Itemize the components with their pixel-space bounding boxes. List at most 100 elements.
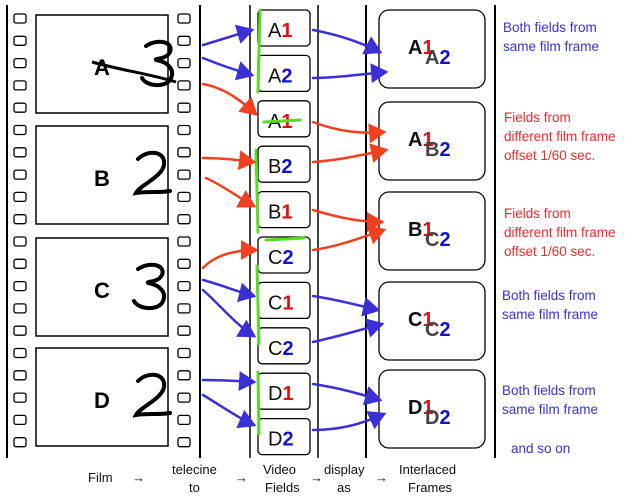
video-field-label: C2 <box>268 338 294 360</box>
interlaced-top-field: A1 <box>408 129 434 151</box>
sprocket-hole-left <box>13 214 27 225</box>
film-to-field-arrows <box>201 24 259 429</box>
arrow-a-to-a2 <box>201 56 255 81</box>
video-field-c1: C1 <box>257 281 311 320</box>
annotation-line: different film frame <box>504 225 616 240</box>
footer-video-fields: Fields <box>265 480 300 495</box>
film-frame-letter: B <box>94 166 110 191</box>
sprocket-hole-left <box>13 370 27 381</box>
annotation-line: Both fields from <box>503 20 597 35</box>
sprocket-hole-left <box>13 414 27 426</box>
film-frame-a-strike <box>91 60 177 84</box>
green-marker-c <box>255 264 261 346</box>
arrow-b2-to-frame2 <box>311 143 389 164</box>
sprocket-hole-left <box>13 35 27 46</box>
interlaced-top-field: A1 <box>408 37 434 59</box>
sprocket-hole-left <box>13 325 27 336</box>
sprocket-hole-left <box>13 236 27 247</box>
annotation-1: Both fields from same film frame <box>503 20 599 54</box>
sprocket-hole-left <box>13 13 27 24</box>
video-field-label: B2 <box>268 156 292 178</box>
sprocket-hole-right <box>177 80 191 91</box>
film-frame-letter: C <box>94 278 110 303</box>
sprocket-hole-right <box>177 57 191 69</box>
arrow-b-to-b1 <box>204 176 257 208</box>
annotation-line: same film frame <box>503 39 599 54</box>
sprocket-hole-left <box>13 124 27 136</box>
sprocket-hole-left <box>13 437 27 448</box>
video-field-c2: C2 <box>257 327 311 365</box>
interlaced-top-field: B1 <box>408 219 434 241</box>
annotation-4: Both fields from same film frame <box>502 288 598 322</box>
green-marker-a1-dup <box>262 118 302 124</box>
sprocket-hole-right <box>177 236 191 247</box>
arrow-a1-to-frame1 <box>311 28 383 55</box>
arrow-a2-to-frame1 <box>311 63 389 84</box>
film-frame-letter: A <box>94 55 110 80</box>
arrow-b-to-b2 <box>201 150 257 171</box>
annotation-line: Fields from <box>504 110 571 125</box>
arrow-a1-to-frame2 <box>311 120 387 144</box>
video-field-label: C1 <box>268 292 294 314</box>
sprocket-hole-left <box>13 80 27 91</box>
green-marker-a <box>256 8 262 94</box>
film-frame-b: B2 <box>35 125 172 225</box>
interlaced-bottom-field: A2 <box>425 47 451 69</box>
sprocket-hole-left <box>13 147 27 158</box>
sprocket-hole-left <box>13 303 27 314</box>
video-field-d2: D2 <box>257 417 311 456</box>
field-to-frame-arrows <box>311 28 389 432</box>
video-field-label: C2 <box>268 247 294 269</box>
arrow-b1-to-frame3 <box>311 208 385 232</box>
interlaced-top-field: C1 <box>408 309 434 331</box>
video-field-a1: A1 <box>257 9 311 47</box>
sprocket-hole-right <box>177 280 191 292</box>
video-field-label: A1 <box>268 20 292 42</box>
arrow-a-to-a1 <box>201 24 255 47</box>
green-marker-d <box>256 370 261 436</box>
sprocket-hole-right <box>177 414 191 426</box>
sprocket-hole-right <box>177 303 191 314</box>
video-field-c2: C2 <box>257 236 311 274</box>
video-field-b2: B2 <box>257 145 311 183</box>
sprocket-hole-right <box>177 392 191 403</box>
film-frame-box <box>35 125 169 225</box>
sprocket-hole-right <box>177 258 191 269</box>
annotation-line: offset 1/60 sec. <box>504 244 595 259</box>
pulldown-count-scribble <box>132 150 172 196</box>
footer-arrow-2: → <box>235 470 248 485</box>
annotation-line: same film frame <box>502 307 598 322</box>
sprocket-hole-right <box>177 147 191 158</box>
film-sprocket-holes <box>13 13 191 448</box>
video-field-label: D1 <box>268 383 294 405</box>
sprocket-hole-right <box>177 102 191 113</box>
sprocket-hole-left <box>13 169 27 180</box>
footer-film: Film <box>88 470 113 485</box>
interlaced-frame-box <box>378 369 486 449</box>
sprocket-hole-right <box>177 214 191 225</box>
pulldown-count-scribble <box>132 372 172 418</box>
film-frames: A3B2C3D2 <box>35 14 177 447</box>
annotation-line: Both fields from <box>502 288 596 303</box>
annotation-line: and so on <box>511 441 570 456</box>
arrow-c1-to-frame4 <box>311 294 381 317</box>
film-frame-box <box>35 237 169 337</box>
green-marker-b <box>254 148 260 234</box>
interlaced-top-field: D1 <box>408 397 434 419</box>
sprocket-hole-left <box>13 102 27 113</box>
sprocket-hole-right <box>177 35 191 46</box>
video-field-box <box>257 9 311 47</box>
sprocket-hole-left <box>13 191 27 203</box>
footer-arrow-1: → <box>132 470 145 485</box>
sprocket-hole-right <box>177 347 191 359</box>
video-field-box <box>257 100 311 138</box>
film-frame-box <box>35 347 169 447</box>
